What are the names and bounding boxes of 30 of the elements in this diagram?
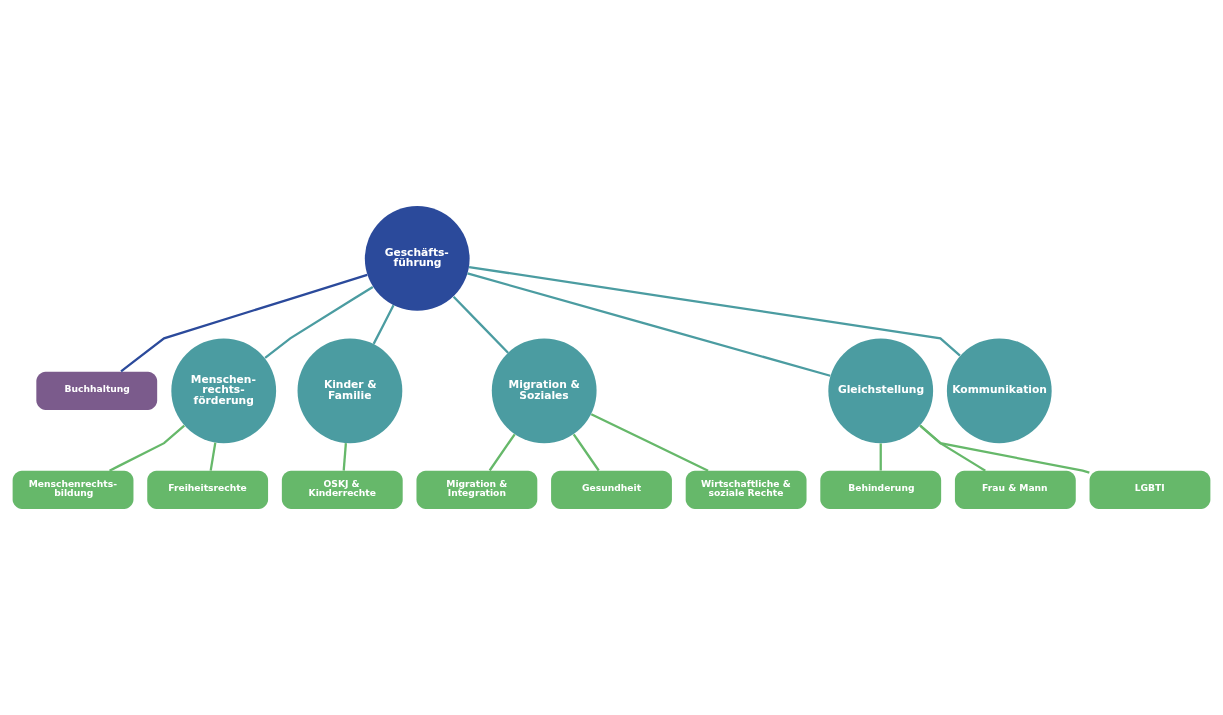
connector	[590, 413, 709, 472]
node-box: Gesundheit	[551, 470, 672, 509]
connector	[372, 304, 395, 345]
node-box: Freiheitsrechte	[147, 470, 269, 509]
connector	[879, 443, 882, 471]
node-circle: Kommunikation	[946, 338, 1052, 444]
node-box: Menschenrechts- bildung	[12, 470, 134, 509]
node-box: LGBTI	[1089, 470, 1211, 509]
connector	[468, 265, 961, 357]
node-circle: Migration & Soziales	[491, 338, 597, 444]
connector	[120, 273, 368, 373]
connector	[264, 285, 374, 359]
connector	[209, 442, 217, 471]
node-box: Buchhaltung	[36, 371, 158, 410]
connector	[109, 424, 185, 472]
connector	[572, 433, 600, 472]
connector	[488, 433, 516, 472]
connector	[467, 272, 831, 377]
node-circle: Gleichstellung	[828, 338, 934, 444]
node-box: Migration & Integration	[416, 470, 538, 509]
connector	[452, 295, 509, 354]
connector	[919, 424, 1090, 474]
node-circle: Kinder & Familie	[297, 338, 403, 444]
node-circle: Geschäfts- führung	[364, 206, 470, 311]
node-box: OSKJ & Kinderrechte	[281, 470, 403, 509]
node-box: Frau & Mann	[954, 470, 1076, 509]
node-box: Wirtschaftliche & soziale Rechte	[685, 470, 807, 509]
node-circle: Menschen- rechts- förderung	[171, 338, 277, 444]
node-box: Behinderung	[820, 470, 942, 509]
connector	[342, 443, 347, 471]
